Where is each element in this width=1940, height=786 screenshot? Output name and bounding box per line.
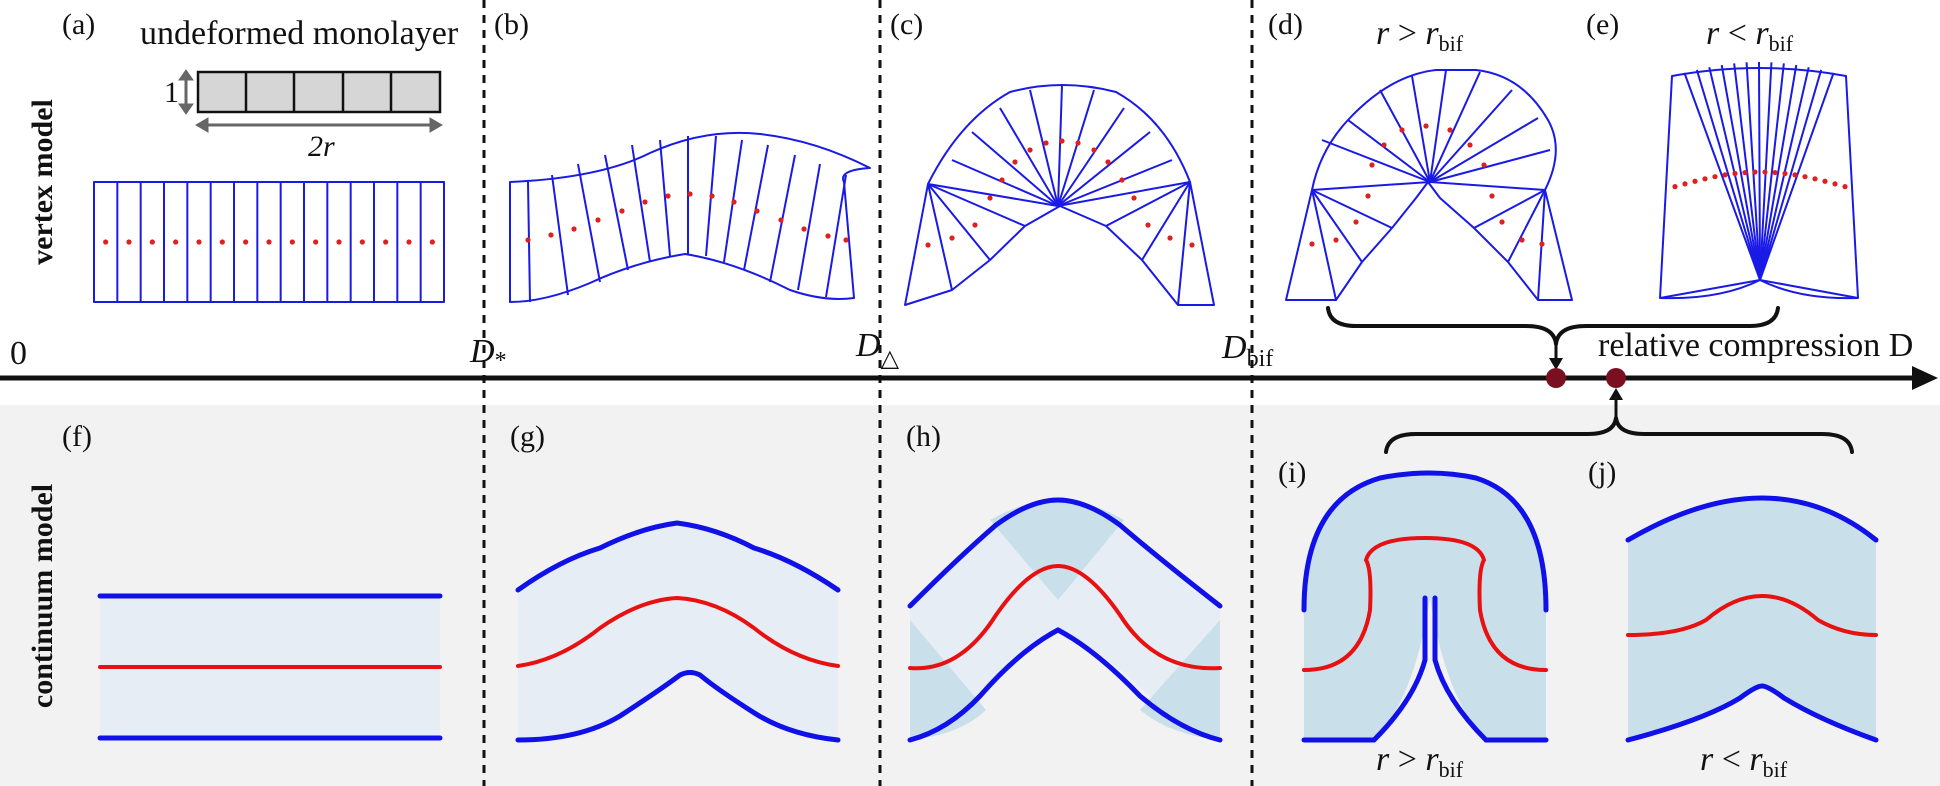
panel-label-b: (b) — [494, 8, 529, 41]
continuum-folded — [907, 497, 1223, 743]
fan-edge — [1659, 279, 1761, 299]
flat-outline — [93, 181, 445, 303]
cell-center — [1702, 176, 1708, 182]
cell-center — [406, 239, 412, 245]
panel-label-e: (e) — [1586, 8, 1619, 41]
continuum-buckled — [515, 520, 841, 743]
continuum-flat — [97, 593, 443, 741]
cell-center — [219, 239, 225, 245]
fan-edge — [1695, 69, 1761, 281]
fan-edge — [1720, 64, 1761, 281]
arrow-top-head — [1549, 358, 1563, 370]
regime-less-bottom: r < rbif — [1700, 741, 1788, 782]
cell-center — [359, 239, 365, 245]
cell-center — [1692, 178, 1698, 184]
panel-label-g: (g) — [510, 420, 545, 453]
continuum-bifurcated-less — [1625, 495, 1879, 743]
vertex-flat-monolayer — [93, 181, 445, 303]
panel-label-f: (f) — [62, 420, 92, 453]
fan-edge — [1683, 72, 1761, 281]
panel-label-a: (a) — [62, 8, 95, 41]
panel-label-d: (d) — [1268, 8, 1303, 41]
cell-center — [1762, 169, 1768, 175]
row-label-vertex: vertex model — [26, 99, 59, 265]
cell-center — [429, 239, 435, 245]
fan-edge — [1759, 69, 1823, 281]
regime-greater-top: r > rbif — [1376, 15, 1464, 56]
vertex-bifurcated-greater — [1285, 69, 1573, 301]
cell-center — [1772, 169, 1778, 176]
monolayer-title: undeformed monolayer — [140, 15, 459, 52]
cell-center — [243, 239, 249, 245]
panel-label-j: (j) — [1588, 456, 1616, 489]
cell-center — [173, 239, 179, 245]
cell-center — [383, 239, 389, 245]
unit-cell-strip — [196, 70, 442, 114]
cell-center — [1802, 174, 1808, 180]
cell-center — [1792, 172, 1798, 178]
fan-edge — [1759, 64, 1798, 281]
cell-center — [1722, 172, 1728, 178]
length-arrow — [195, 117, 443, 133]
cell-center — [289, 239, 295, 245]
marker-greater — [1546, 368, 1566, 388]
regime-less-top: r < rbif — [1706, 15, 1794, 56]
vertex-bifurcated-less — [1659, 61, 1859, 300]
cell-center — [336, 239, 342, 245]
cell-center — [1742, 169, 1748, 176]
fan-edge — [1759, 279, 1859, 299]
axis-origin-label: 0 — [10, 335, 27, 372]
length-label: 2r — [308, 130, 335, 163]
cell-center — [1712, 174, 1718, 180]
cell-center — [1822, 178, 1828, 184]
cell-center — [266, 239, 272, 245]
axis-title: relative compression D — [1598, 327, 1913, 364]
continuum-bifurcated-greater — [1301, 470, 1549, 743]
axis-d-star-label: D* — [469, 333, 507, 374]
panel-label-i: (i) — [1278, 456, 1306, 489]
cell-center — [1682, 181, 1688, 187]
cell-center — [1732, 170, 1738, 177]
axis-d-bif-label: Dbif — [1221, 329, 1273, 372]
height-arrow — [178, 69, 194, 115]
fan-outline — [1659, 67, 1859, 300]
height-label: 1 — [164, 76, 179, 109]
marker-less — [1606, 368, 1626, 388]
cell-center — [149, 239, 155, 245]
cell-center — [1672, 184, 1678, 190]
vertex-folded-monolayer — [904, 84, 1215, 306]
cell-center — [1812, 176, 1818, 182]
vertex-buckled-monolayer — [509, 131, 871, 303]
regime-greater-bottom: r > rbif — [1376, 741, 1464, 782]
cell-center — [1842, 184, 1848, 190]
cell-center — [1752, 169, 1758, 175]
arrow-bottom-head — [1609, 388, 1623, 400]
cell-center — [1782, 170, 1788, 177]
fan-edge — [1759, 63, 1785, 281]
row-label-continuum: continuum model — [26, 484, 59, 708]
cell-center — [126, 239, 132, 245]
fan-edge — [1758, 61, 1761, 281]
cell-center — [313, 239, 319, 245]
cell-center — [196, 239, 202, 245]
compression-axis — [0, 366, 1938, 390]
cell-center — [103, 239, 109, 245]
axis-d-triangle-label: D△ — [855, 327, 900, 372]
panel-label-c: (c) — [890, 8, 923, 41]
cell-center — [1832, 181, 1838, 187]
brace-bottom — [1384, 416, 1854, 454]
panel-label-h: (h) — [906, 420, 941, 453]
